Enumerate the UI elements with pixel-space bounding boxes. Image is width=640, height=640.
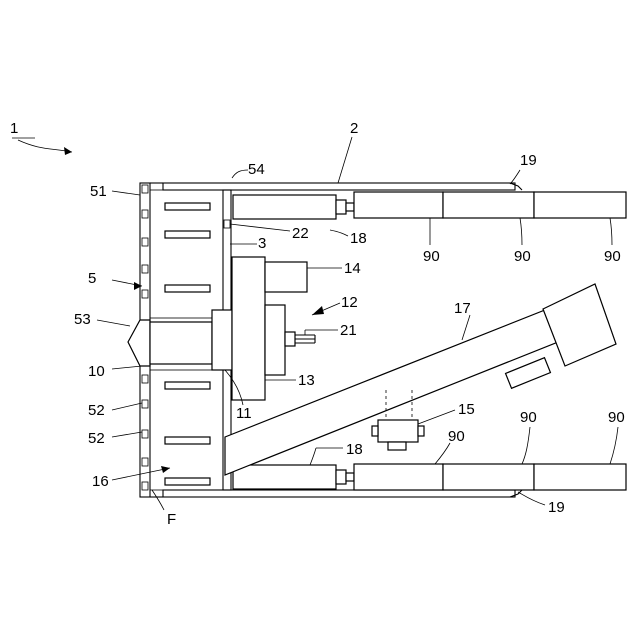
label-52-a: 52 [88,402,105,419]
label-90-top-b: 90 [514,248,531,265]
center-shaft [150,322,212,364]
label-90-bot-c: 90 [608,409,625,426]
label-F: F [167,511,176,528]
shell-bottom-wall [163,490,515,497]
label-52-b: 52 [88,430,105,447]
label-13: 13 [298,372,315,389]
upper-segments [354,192,626,218]
label-1: 1 [10,120,18,137]
label-90-bot-a: 90 [448,428,465,445]
label-2: 2 [350,120,358,137]
label-14: 14 [344,260,361,277]
label-21: 21 [340,322,357,339]
label-15: 15 [458,401,475,418]
label-16: 16 [92,473,109,490]
label-54: 54 [248,161,265,178]
label-90-top-a: 90 [423,248,440,265]
label-17: 17 [454,300,471,317]
label-51: 51 [90,183,107,200]
shell-top-wall [163,183,515,190]
lower-jack [233,465,354,489]
label-53: 53 [74,311,91,328]
upper-jack [224,195,354,228]
center-cone [128,320,150,366]
lower-segments [354,464,626,490]
label-90-top-c: 90 [604,248,621,265]
label-19-top: 19 [520,152,537,169]
label-11: 11 [236,405,252,422]
label-5: 5 [88,270,96,287]
label-19-bot: 19 [548,499,565,516]
label-12: 12 [341,294,358,311]
label-3: 3 [258,235,266,252]
tail-seal-top [510,183,522,190]
label-18-top: 18 [350,230,367,247]
label-18-bot: 18 [346,441,363,458]
label-90-bot-b: 90 [520,409,537,426]
label-22: 22 [292,225,309,242]
label-10: 10 [88,363,105,380]
